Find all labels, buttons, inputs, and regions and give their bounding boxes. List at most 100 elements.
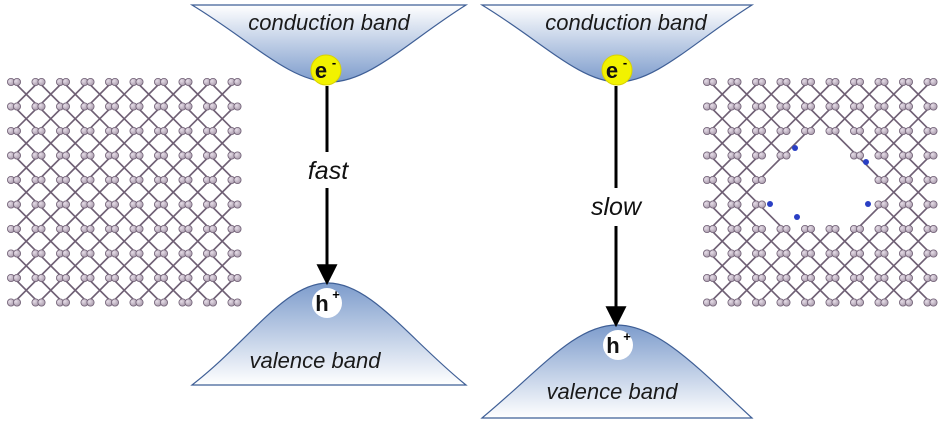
lattice-bond: [209, 228, 236, 255]
lattice-atom: [831, 78, 840, 87]
lattice-bond: [111, 105, 138, 132]
lattice-atom: [233, 78, 242, 87]
lattice-atom: [782, 151, 791, 160]
dopant-atom: [794, 214, 800, 220]
lattice-atom: [86, 175, 95, 184]
lattice-atom: [782, 78, 791, 87]
svg-text:h: h: [315, 291, 328, 316]
lattice-atom: [62, 298, 71, 307]
svg-text:+: +: [332, 287, 340, 302]
lattice-bond: [905, 252, 932, 279]
lattice-atom: [111, 249, 120, 258]
lattice-bond: [831, 277, 858, 304]
left-rate-label: fast: [308, 157, 349, 185]
lattice-atom: [208, 78, 217, 87]
lattice-atom: [880, 151, 889, 160]
lattice-bond: [807, 277, 834, 304]
lattice-atom: [184, 200, 193, 209]
lattice-bond: [905, 105, 932, 132]
svg-text:h: h: [606, 333, 619, 358]
lattice-bond: [709, 228, 736, 255]
lattice-atom: [184, 273, 193, 282]
lattice-bond: [209, 81, 236, 108]
lattice-bond: [209, 252, 236, 279]
lattice-atom: [758, 127, 767, 136]
lattice-bond: [111, 252, 138, 279]
lattice-bond: [831, 105, 858, 132]
lattice-bond: [880, 252, 907, 279]
lattice-atom: [733, 127, 742, 136]
lattice-atom: [12, 151, 21, 160]
lattice-atom: [856, 151, 865, 160]
lattice-atom: [233, 298, 242, 307]
lattice-atom: [184, 298, 193, 307]
lattice-atom: [807, 102, 816, 111]
lattice-bond: [37, 154, 64, 181]
lattice-bond: [782, 252, 809, 279]
lattice-bond: [62, 130, 89, 157]
lattice-atom: [12, 102, 21, 111]
lattice-bond: [62, 81, 89, 108]
lattice-atom: [905, 78, 914, 87]
lattice-bond: [62, 228, 89, 255]
lattice-bond: [37, 130, 64, 157]
lattice-atom: [135, 249, 144, 258]
lattice-atom: [905, 151, 914, 160]
lattice-bond: [13, 277, 40, 304]
lattice-atom: [929, 175, 938, 184]
lattice-atom: [929, 151, 938, 160]
electron-icon: e -: [601, 54, 633, 86]
lattice-atom: [233, 200, 242, 209]
lattice-bond: [62, 277, 89, 304]
lattice-atom: [159, 102, 168, 111]
lattice-bond: [13, 179, 40, 206]
lattice-bond: [160, 105, 187, 132]
lattice-atom: [111, 200, 120, 209]
lattice-atom: [831, 249, 840, 258]
lattice-atom: [905, 249, 914, 258]
lattice-bond: [13, 154, 40, 181]
lattice-atom: [62, 102, 71, 111]
lattice-atom: [758, 200, 767, 209]
lattice-atom: [37, 127, 46, 136]
left-panel: conduction band valence band fast e - h …: [189, 4, 469, 386]
lattice-bond: [135, 252, 162, 279]
lattice-atom: [782, 298, 791, 307]
lattice-atom: [831, 298, 840, 307]
lattice-atom: [37, 102, 46, 111]
lattice-bond: [160, 154, 187, 181]
lattice-atom: [929, 127, 938, 136]
lattice-bond: [135, 130, 162, 157]
right-valence-label: valence band: [547, 379, 679, 404]
lattice-atom: [62, 200, 71, 209]
lattice-bond: [758, 277, 785, 304]
lattice-bond: [709, 277, 736, 304]
lattice-bond: [758, 203, 785, 230]
lattice-bond: [709, 130, 736, 157]
lattice-atom: [135, 224, 144, 233]
lattice-bond: [86, 130, 113, 157]
lattice-bond: [62, 154, 89, 181]
lattice-atom: [233, 151, 242, 160]
lattice-atom: [62, 151, 71, 160]
lattice-atom: [12, 127, 21, 136]
lattice-bond: [880, 228, 907, 255]
lattice-bond: [13, 252, 40, 279]
lattice-atom: [880, 102, 889, 111]
lattice-atom: [111, 78, 120, 87]
lattice-atom: [208, 127, 217, 136]
svg-text:-: -: [623, 55, 627, 70]
lattice-bond: [905, 228, 932, 255]
lattice-atom: [208, 151, 217, 160]
lattice-atom: [12, 298, 21, 307]
lattice-atom: [709, 151, 718, 160]
lattice-bond: [160, 130, 187, 157]
lattice-bond: [733, 203, 760, 230]
lattice-bond: [733, 277, 760, 304]
lattice-atom: [37, 200, 46, 209]
lattice-atom: [807, 273, 816, 282]
lattice-bond: [13, 203, 40, 230]
lattice-atom: [733, 298, 742, 307]
right-panel: conduction band valence band slow e - h …: [479, 4, 755, 419]
lattice-bond: [184, 228, 211, 255]
